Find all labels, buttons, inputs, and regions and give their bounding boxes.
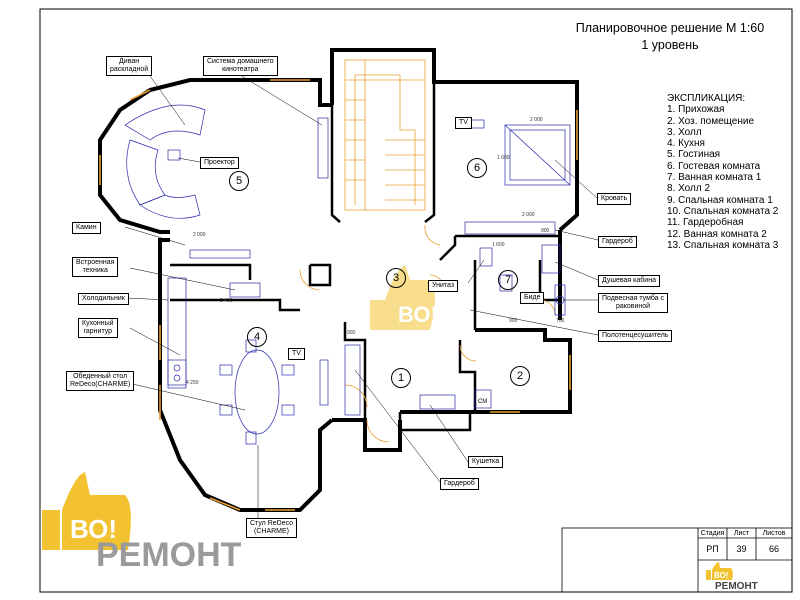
bedroom-bath-furniture bbox=[344, 119, 571, 416]
callout-wardrobe-hall: Гардероб bbox=[440, 478, 479, 490]
callout-shower: Душевая кабина bbox=[598, 275, 660, 287]
dimension-label: 700 bbox=[556, 318, 565, 324]
company-logo: ВО! РЕМОНТ bbox=[40, 470, 280, 575]
svg-text:ВО!: ВО! bbox=[398, 302, 438, 327]
dimension-label: 2 000 bbox=[193, 232, 206, 238]
thumbs-up-icon: ВО! РЕМОНТ bbox=[42, 472, 242, 574]
callout-cinema: Система домашнего кинотеатра bbox=[203, 56, 278, 76]
legend-item: 4. Кухня bbox=[667, 138, 705, 150]
dimension-label: 900 bbox=[541, 228, 550, 234]
room-number-3: 3 bbox=[386, 268, 406, 288]
callout-sink: Подвесная тумба с раковиной bbox=[598, 293, 669, 313]
windows bbox=[99, 79, 578, 511]
stamp-header-stage: Стадия bbox=[700, 530, 725, 537]
washer-label: СМ bbox=[478, 399, 488, 405]
room-number-4: 4 bbox=[247, 327, 267, 347]
stamp-logo-word: РЕМОНТ bbox=[715, 581, 758, 590]
callout-sofa: Диван раскладной bbox=[106, 56, 153, 76]
logo-mark: ВО! bbox=[70, 514, 117, 544]
stamp-header-sheets: Листов bbox=[762, 530, 786, 537]
callout-towel-dryer: Полотенцесушитель bbox=[598, 330, 673, 342]
callout-bidet: Биде bbox=[520, 292, 545, 304]
callout-builtin: Встроенная техника bbox=[72, 257, 119, 277]
dimension-label: 1 600 bbox=[492, 242, 505, 248]
callout-bed: Кровать bbox=[597, 193, 632, 205]
dimension-label: 2 000 bbox=[522, 212, 535, 218]
room-number-2: 2 bbox=[510, 366, 530, 386]
room-number-7: 7 bbox=[498, 270, 518, 290]
legend-heading: ЭКСПЛИКАЦИЯ: bbox=[667, 93, 746, 104]
dimension-label: 1 600 bbox=[497, 155, 510, 161]
stamp-stage: РП bbox=[706, 544, 719, 554]
callout-projector: Проектор bbox=[200, 157, 239, 169]
legend-item: 7. Ванная комната 1 bbox=[667, 172, 762, 184]
callout-toilet: Унитаз bbox=[428, 280, 459, 292]
legend-item: 10. Спальная комната 2 bbox=[667, 205, 779, 217]
legend-item: 1. Прихожая bbox=[667, 104, 725, 116]
callout-fireplace: Камин bbox=[72, 222, 101, 234]
stamp-sheet-number: 39 bbox=[736, 544, 747, 554]
dimension-label: 2 000 bbox=[530, 117, 543, 123]
staircase bbox=[344, 59, 426, 211]
callout-kitchen-set: Кухонный гарнитур bbox=[78, 318, 118, 338]
room-number-6: 6 bbox=[467, 158, 487, 178]
sheet-frame bbox=[39, 8, 793, 593]
leader-lines bbox=[124, 74, 599, 518]
dimension-label: 900 bbox=[509, 318, 518, 324]
living-furniture bbox=[124, 104, 329, 259]
dimension-label: 2 450 bbox=[220, 298, 233, 304]
legend-item: 5. Гостиная bbox=[667, 149, 721, 161]
stamp-logo-mark: ВО! bbox=[714, 571, 728, 580]
callout-dining-table: Обеденный стол ReDeco(CHARME) bbox=[66, 371, 135, 391]
dimension-label: 900 bbox=[347, 330, 356, 336]
logo-word: РЕМОНТ bbox=[96, 536, 242, 570]
callout-fridge: Холодильник bbox=[78, 293, 129, 305]
callout-couch: Кушетка bbox=[468, 456, 504, 468]
legend-item: 9. Спальная комната 1 bbox=[667, 194, 773, 206]
callout-tv-kitchen: TV bbox=[288, 348, 305, 360]
doors bbox=[299, 224, 556, 443]
legend-item: 11. Гардеробная bbox=[667, 217, 744, 229]
legend-item: 12. Ванная комната 2 bbox=[667, 228, 767, 240]
explication-legend: ЭКСПЛИКАЦИЯ: 1. Прихожая 2. Хоз. помещен… bbox=[667, 93, 778, 251]
room-number-5: 5 bbox=[229, 171, 249, 191]
sheet-title-line2: 1 уровень bbox=[641, 38, 699, 52]
legend-item: 3. Холл bbox=[667, 126, 702, 138]
legend-item: 8. Холл 2 bbox=[667, 183, 711, 195]
dimension-label: 4 250 bbox=[186, 380, 199, 386]
callout-wardrobe-guest: Гардероб bbox=[598, 236, 637, 248]
interior-walls bbox=[170, 82, 560, 432]
stamp-header-sheet: Лист bbox=[733, 530, 750, 537]
stamp-logo: ВО! РЕМОНТ bbox=[705, 562, 785, 595]
thumbs-up-icon: ВО! РЕМОНТ bbox=[706, 562, 758, 592]
kitchen-furniture bbox=[167, 277, 329, 445]
title-block bbox=[561, 527, 793, 593]
sheet-title: Планировочное решение М 1:60 1 уровень bbox=[540, 20, 800, 54]
callout-chair: Стул ReDeco (CHARME) bbox=[246, 518, 298, 538]
legend-item: 6. Гостевая комната bbox=[667, 160, 761, 172]
stamp-sheet-count: 66 bbox=[768, 544, 779, 554]
callout-tv-bedroom: TV bbox=[455, 117, 472, 129]
legend-item: 13. Спальная комната 3 bbox=[667, 239, 779, 251]
sheet-title-line1: Планировочное решение М 1:60 bbox=[575, 21, 765, 35]
legend-item: 2. Хоз. помещение bbox=[667, 115, 755, 127]
room-number-1: 1 bbox=[391, 368, 411, 388]
